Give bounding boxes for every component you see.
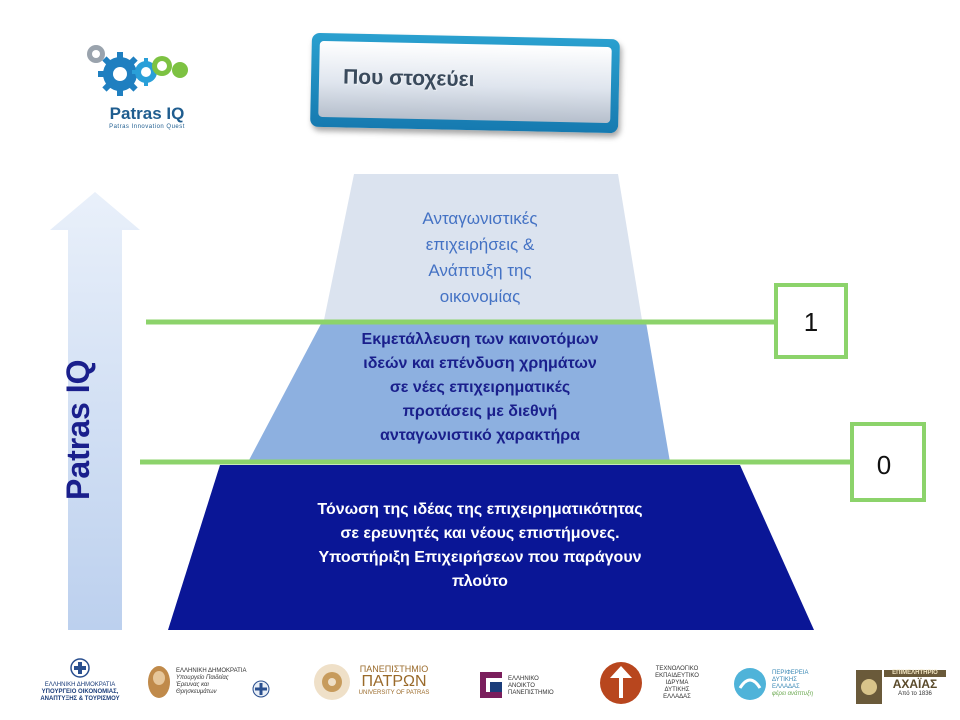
goal-pyramid [140, 174, 852, 630]
eap-symbol-icon [480, 672, 502, 698]
tier-top [324, 174, 642, 320]
greek-emblem-icon [252, 680, 270, 698]
title-banner: Που στοχεύει [310, 32, 620, 134]
up-arrow-icon [50, 192, 140, 630]
gears-icon [87, 45, 188, 96]
university-of-patras-logo: ΠΑΝΕΠΙΣΤΗΜΙΟ ΠΑΤΡΩΝ UNIVERSITY OF PATRAS [312, 654, 442, 714]
tier-middle [248, 322, 670, 462]
chamber-of-achaia-logo: ΕΠΙΜΕΛΗΤΗΡΙΟ ΑΧΑΪΑΣ Από το 1836 [854, 654, 948, 714]
level-marker-1: 1 [774, 283, 848, 359]
chamber-emblem-icon [856, 670, 882, 704]
logo-tagline: Patras Innovation Quest [109, 124, 185, 130]
logo-name: Patras IQ [109, 104, 185, 123]
sponsor-logos: ΕΛΛΗΝΙΚΗ ΔΗΜΟΚΡΑΤΙΑ ΥΠΟΥΡΓΕΙΟ ΟΙΚΟΝΟΜΙΑΣ… [0, 654, 960, 720]
patras-iq-logo: Patras IQ Patras Innovation Quest [74, 40, 204, 140]
greek-emblem-icon [70, 658, 90, 678]
arrow-label: Patras IQ [60, 359, 96, 500]
region-logo: ΠΕΡΙΦΕΡΕΙΑ ΔΥΤΙΚΗΣ ΕΛΛΑΔΑΣ φέρει ανάπτυξ… [732, 654, 828, 714]
tei-emblem-icon [600, 662, 642, 704]
education-ministry-logo: ΕΛΛΗΝΙΚΗ ΔΗΜΟΚΡΑΤΙΑ Υπουργείο Παιδείας Έ… [142, 654, 272, 714]
university-emblem-icon [314, 664, 350, 700]
tei-logo: ΤΕΧΝΟΛΟΓΙΚΟ ΕΚΠΑΙΔΕΥΤΙΚΟ ΙΔΡΥΜΑ ΔΥΤΙΚΗΣ … [598, 654, 710, 714]
ministry-logo: ΕΛΛΗΝΙΚΗ ΔΗΜΟΚΡΑΤΙΑ ΥΠΟΥΡΓΕΙΟ ΟΙΚΟΝΟΜΙΑΣ… [30, 654, 130, 714]
tier-bottom-text: Τόνωση της ιδέας της επιχειρηματικότητας… [317, 501, 643, 590]
tier-middle-text: Εκμετάλλευση των καινοτόμων ιδεών και επ… [361, 331, 599, 444]
tier-top-text: Ανταγωνιστικές επιχειρήσεις & Ανάπτυξη τ… [422, 209, 538, 306]
open-university-logo: ΕΛΛΗΝΙΚΟ ΑΝΟΙΚΤΟ ΠΑΝΕΠΙΣΤΗΜΙΟ [478, 654, 578, 714]
page-title: Που στοχεύει [342, 65, 475, 92]
athena-head-icon [148, 666, 170, 698]
level-marker-0: 0 [850, 422, 926, 502]
region-emblem-icon [734, 668, 766, 700]
tier-bottom [168, 465, 814, 630]
